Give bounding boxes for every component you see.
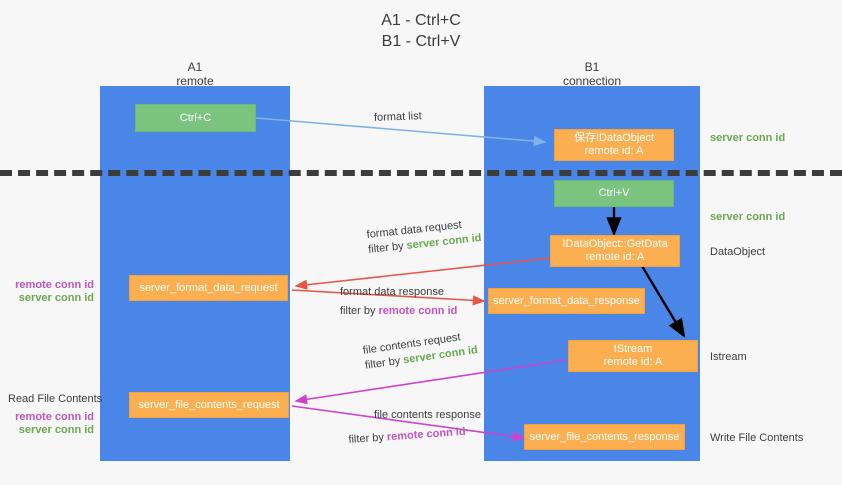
lane-b1-name: B1 xyxy=(584,60,600,74)
note-remote-conn-id-1: remote conn id xyxy=(15,279,94,291)
title-line-2: B1 - Ctrl+V xyxy=(381,33,461,50)
lane-a1-name: A1 xyxy=(187,60,203,74)
edge-label-file-contents-response-filter: filter by remote conn id xyxy=(348,426,466,446)
box-server-format-data-response-label: server_format_data_response xyxy=(493,294,640,307)
edge-label-format-list: format list xyxy=(374,109,422,126)
edge-label-file-contents-response-filter-wrap: filter by remote conn id xyxy=(348,425,466,448)
box-getdata-line2: remote id: A xyxy=(585,251,645,263)
note-dataobject: DataObject xyxy=(710,246,766,258)
edge-label-file-contents-response-text: file contents response xyxy=(374,409,482,421)
edge-label-file-contents-request: file contents request filter by server c… xyxy=(362,328,479,374)
box-getdata[interactable]: IDataObject::GetData remote id: A xyxy=(550,235,680,267)
note-server-conn-id-top: server conn id xyxy=(710,132,786,144)
note-server-conn-id-mid: server conn id xyxy=(710,211,786,223)
box-server-format-data-response[interactable]: server_format_data_response xyxy=(488,288,645,314)
note-conn-ids-format: remote conn id server conn id xyxy=(8,279,94,305)
box-save-dataobject[interactable]: 保存IDataObject remote id: A xyxy=(554,129,674,161)
box-ctrl-v[interactable]: Ctrl+V xyxy=(554,180,674,207)
box-save-dataobject-line1: 保存IDataObject xyxy=(573,132,655,144)
edge-label-format-data-request: format data request filter by server con… xyxy=(366,216,482,258)
filter-prefix: filter by xyxy=(367,239,408,256)
box-ctrl-c-line1: Ctrl+C xyxy=(179,111,212,124)
lane-a1-sub: remote xyxy=(176,74,214,88)
filter-value-remote-conn-id: remote conn id xyxy=(378,305,458,317)
box-server-file-contents-response[interactable]: server_file_contents_response xyxy=(524,424,685,450)
note-server-conn-id-2: server conn id xyxy=(18,424,94,436)
box-getdata-line1: IDataObject::GetData xyxy=(562,238,668,250)
edge-label-format-data-response: format data response filter by remote co… xyxy=(340,285,457,319)
box-server-file-contents-response-label: server_file_contents_response xyxy=(529,430,680,443)
edge-label-format-data-response-filter: filter by remote conn id xyxy=(340,304,457,319)
filter-value-remote-conn-id: remote conn id xyxy=(386,425,466,444)
box-server-file-contents-request-label: server_file_contents_request xyxy=(138,398,280,411)
edge-label-format-data-response-text: format data response xyxy=(340,286,444,298)
note-remote-conn-id-2: remote conn id xyxy=(15,411,94,423)
note-server-conn-id-1: server conn id xyxy=(18,292,94,304)
filter-prefix: filter by xyxy=(348,431,388,446)
note-conn-ids-file: remote conn id server conn id xyxy=(8,411,94,437)
note-write-file-contents: Write File Contents xyxy=(710,432,804,444)
box-istream[interactable]: IStream remote id: A xyxy=(568,340,698,372)
box-ctrl-c[interactable]: Ctrl+C xyxy=(135,104,256,132)
edge-label-format-list-text: format list xyxy=(373,110,422,124)
phase-divider xyxy=(0,170,842,176)
box-istream-line1: IStream xyxy=(613,343,653,355)
note-istream: Istream xyxy=(710,351,747,363)
filter-prefix: filter by xyxy=(340,305,379,317)
box-server-format-data-request-label: server_format_data_request xyxy=(139,281,278,294)
page-title: A1 - Ctrl+C B1 - Ctrl+V xyxy=(0,10,842,52)
edge-label-file-contents-response: file contents response xyxy=(374,408,481,423)
box-ctrl-v-line1: Ctrl+V xyxy=(598,187,630,199)
lane-b1-sub: connection xyxy=(562,74,622,88)
lane-header-b1: B1 connection xyxy=(502,60,682,88)
lane-header-a1: A1 remote xyxy=(105,60,285,88)
title-line-1: A1 - Ctrl+C xyxy=(381,12,461,29)
box-istream-line2: remote id: A xyxy=(603,356,663,368)
note-read-file-contents: Read File Contents xyxy=(8,393,103,405)
filter-prefix: filter by xyxy=(364,354,405,372)
box-server-file-contents-request[interactable]: server_file_contents_request xyxy=(129,392,289,418)
box-server-format-data-request[interactable]: server_format_data_request xyxy=(129,275,288,301)
box-save-dataobject-line2: remote id: A xyxy=(584,145,644,157)
